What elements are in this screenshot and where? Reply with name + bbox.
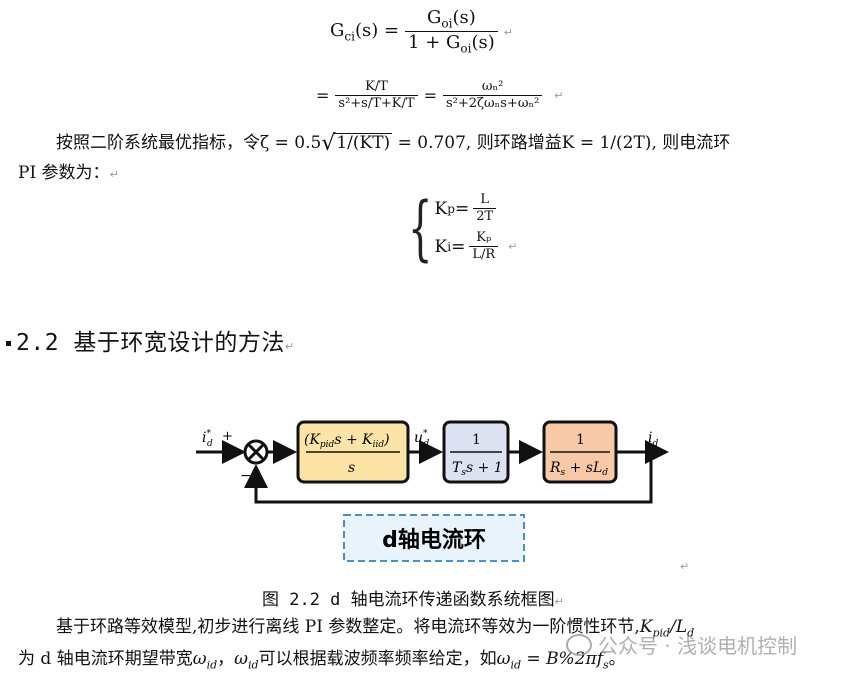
summing-junction [243,439,269,465]
left-brace: { [408,187,433,269]
paragraph-loop-model: 基于环路等效模型,初步进行离线 PI 参数整定。将电流环等效为一阶惯性环节,Kp… [56,617,695,640]
output-label: id [648,430,658,449]
svg-text:Tss + 1: Tss + 1 [452,460,503,478]
watermark: 公众号 · 浅谈电机控制 [566,630,797,659]
loop-title-box [343,514,525,562]
input-label: i*d [202,429,213,449]
plus-sign: + [222,429,233,444]
svg-text:s: s [348,460,355,476]
equation-closed-loop: Gci(s) = Goi(s) 1 + Goi(s) ↵ [330,7,513,56]
mid-signal-label: u*d [414,429,430,449]
paragraph-bandwidth: 为 d 轴电流环期望带宽ωid，ωid可以根据载波频率频率给定，如ωid = B… [18,649,626,672]
feedback-path [244,452,653,504]
loop-title: d轴电流环 [382,527,486,553]
svg-text:(Kpids + Kiid): (Kpids + Kiid) [304,432,390,450]
eq2-fraction-1: K/T s²+s/T+K/T [335,79,418,112]
sqrt-sign: √ [321,131,336,156]
current-loop-block-diagram: i*d + − (Kpids + Kiid) s u*d 1 Tss + 1 1… [196,420,669,562]
bullet-square [6,341,11,346]
svg-text:Rs + sLd: Rs + sLd [549,460,608,478]
paragraph-mark: ↵ [503,25,513,39]
eq1-lhs: Gci(s) = [330,20,400,44]
section-heading: 2.2 基于环宽设计的方法↵ [6,323,295,357]
paragraph-optimal-index: 按照二阶系统最优指标，令ζ = 0.5√1/(KT) = 0.707, 则环路增… [56,131,731,156]
paragraph-mark: ↵ [554,89,564,103]
eq1-fraction: Goi(s) 1 + Goi(s) [405,7,498,56]
paragraph-mark: ↵ [680,560,690,573]
minus-sign: − [240,468,252,484]
eq2-fraction-2: ωₙ² s²+2ζωₙs+ωₙ² [442,79,543,112]
figure-caption: 图 2.2 d 轴电流环传递函数系统框图↵ [262,590,564,610]
wechat-icon [566,633,592,656]
svg-text:1: 1 [472,432,481,448]
paragraph-pi-params: PI 参数为：↵ [18,163,119,183]
equation-standard-form: = K/T s²+s/T+K/T = ωₙ² s²+2ζωₙs+ωₙ² ↵ [316,79,564,112]
svg-text:1: 1 [576,432,585,448]
